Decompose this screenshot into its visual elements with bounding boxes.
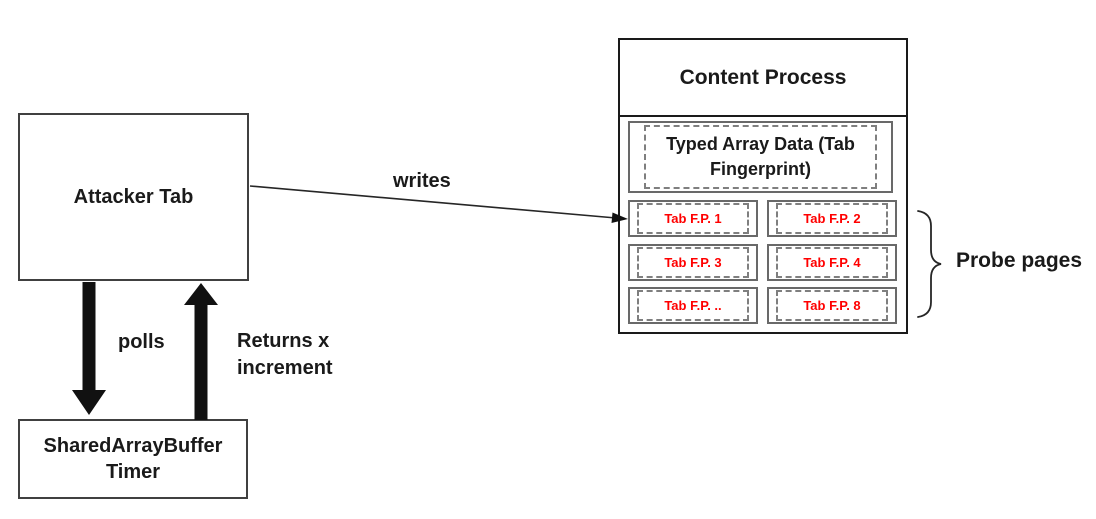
polls-edge-label: polls xyxy=(118,331,165,353)
probe-box-tab-fp-2: Tab F.P. 2 xyxy=(767,200,897,237)
content-process-title: Content Process xyxy=(620,40,906,117)
returns-arrow xyxy=(184,283,218,420)
probe-box-tab-fp-8: Tab F.P. 8 xyxy=(767,287,897,324)
probe-box-label: Tab F.P. 4 xyxy=(776,247,888,278)
content-process-node: Content Process Typed Array Data (Tab Fi… xyxy=(618,38,908,334)
polls-arrow xyxy=(72,282,106,415)
probe-pages-annotation: Probe pages xyxy=(956,249,1083,272)
probe-box-label: Tab F.P. 2 xyxy=(776,203,888,234)
probe-box-tab-fp-1: Tab F.P. 1 xyxy=(628,200,758,237)
probe-box-label: Tab F.P. 8 xyxy=(776,290,888,321)
probe-brace xyxy=(917,210,942,318)
probe-box-tab-fp-3: Tab F.P. 3 xyxy=(628,244,758,281)
probe-box-tab-fp-dots: Tab F.P. .. xyxy=(628,287,758,324)
writes-edge-label: writes xyxy=(393,170,451,192)
probe-box-label: Tab F.P. 1 xyxy=(637,203,749,234)
typed-array-data-label: Typed Array Data (Tab Fingerprint) xyxy=(644,125,877,189)
probe-box-label: Tab F.P. .. xyxy=(637,290,749,321)
typed-array-data-box: Typed Array Data (Tab Fingerprint) xyxy=(628,121,893,193)
shared-array-buffer-timer-node: SharedArrayBuffer Timer xyxy=(18,419,248,499)
attacker-tab-node: Attacker Tab xyxy=(18,113,249,281)
returns-edge-label: Returns x increment xyxy=(237,330,333,379)
attacker-tab-label: Attacker Tab xyxy=(73,185,194,208)
shared-array-buffer-timer-label: SharedArrayBuffer Timer xyxy=(43,435,223,483)
probe-box-tab-fp-4: Tab F.P. 4 xyxy=(767,244,897,281)
probe-box-label: Tab F.P. 3 xyxy=(637,247,749,278)
